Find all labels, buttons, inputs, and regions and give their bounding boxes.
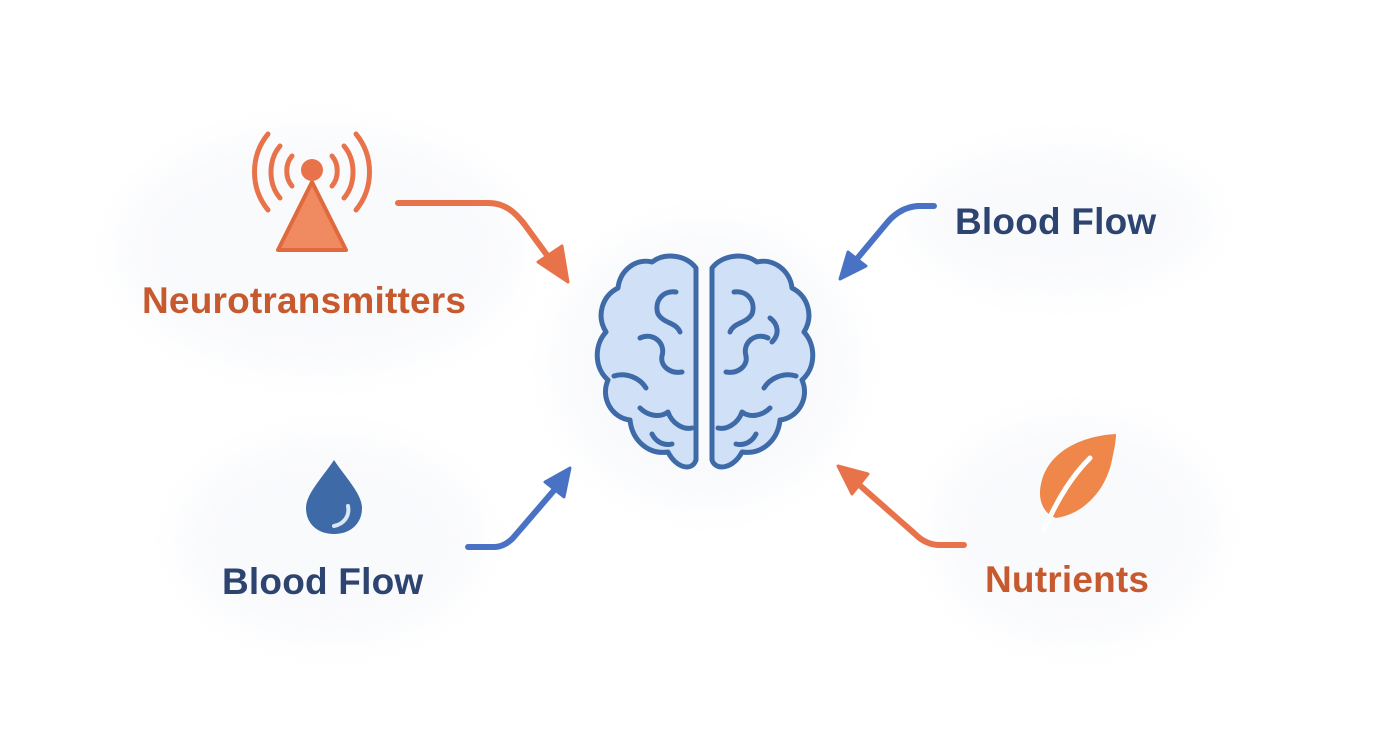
label-blood-flow-bottom: Blood Flow — [222, 561, 424, 602]
leaf-icon — [1039, 434, 1116, 533]
label-neurotransmitters: Neurotransmitters — [142, 280, 467, 321]
brain-icon — [594, 253, 816, 470]
tower-triangle — [276, 180, 348, 252]
brain-right-hemisphere — [709, 253, 816, 470]
arrow-nutrients-to-brain — [836, 464, 967, 548]
label-blood-flow-top: Blood Flow — [955, 201, 1157, 242]
tower-beacon — [301, 159, 323, 181]
arrow-blood-flow-top-to-brain — [838, 203, 937, 281]
label-nutrients: Nutrients — [985, 559, 1150, 600]
signal-tower-icon — [252, 131, 372, 252]
brain-folds-right — [715, 289, 799, 447]
arrow-blood-flow-bottom-to-brain — [465, 466, 572, 550]
water-drop-icon — [306, 460, 362, 534]
brain-folds-left — [611, 289, 695, 447]
signal-waves — [252, 131, 372, 213]
arrow-neurotransmitters-to-brain — [395, 200, 570, 284]
background-glows — [120, 130, 1215, 640]
